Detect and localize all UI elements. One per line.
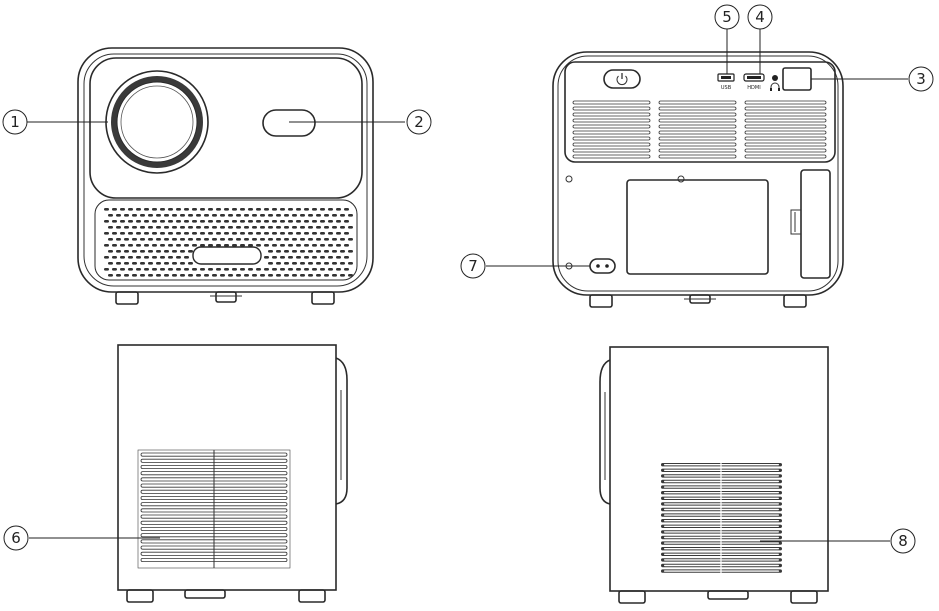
ir-sensor-window [262,109,316,137]
lens [105,70,209,174]
front-foot-right [311,291,335,305]
callout-5: 5 [714,4,740,30]
power-button [603,69,641,89]
right-side-vent [661,462,782,577]
front-upper-panel [89,57,363,199]
callout-2: 2 [406,109,432,135]
front-view [77,47,374,305]
left-side-view [117,344,348,603]
svg-text:8: 8 [898,532,908,550]
front-foot-left [115,291,139,305]
front-logo-plate [192,246,262,265]
rear-side-bracket [800,169,831,279]
callout-4: 4 [747,4,773,30]
headphone-icon [770,82,780,91]
svg-text:3: 3 [916,70,926,88]
power-inlet [589,258,616,274]
svg-text:4: 4 [755,8,765,26]
back-vent-slats [572,100,827,159]
rear-label-plate [626,179,769,275]
headphone-jack [770,75,780,91]
right-side-view [599,346,829,604]
right-side-lens-bump [599,359,611,505]
usb-label: USB [721,85,732,91]
callouts: 1 2 3 4 5 6 [2,4,934,554]
callout-6: 6 [3,525,29,551]
svg-text:1: 1 [10,113,20,131]
front-speaker-grille [94,199,358,281]
left-side-body [117,344,337,591]
svg-text:2: 2 [414,113,424,131]
callout-7: 7 [460,253,486,279]
svg-text:5: 5 [722,8,732,26]
left-side-lens-bump [335,357,348,505]
callout-1: 1 [2,109,28,135]
usb-port: USB [717,73,735,91]
callout-8: 8 [890,528,916,554]
back-view: USB HDMI [552,51,844,308]
front-tripod-mount [215,291,237,303]
callout-3: 3 [908,66,934,92]
left-side-vent [137,449,291,569]
svg-text:6: 6 [11,529,21,547]
ir-sensor-icon [782,67,812,91]
svg-text:7: 7 [468,257,478,275]
hdmi-port: HDMI [743,73,765,91]
back-vent-panel [564,61,836,163]
hdmi-label: HDMI [747,85,760,91]
power-icon [616,73,628,85]
